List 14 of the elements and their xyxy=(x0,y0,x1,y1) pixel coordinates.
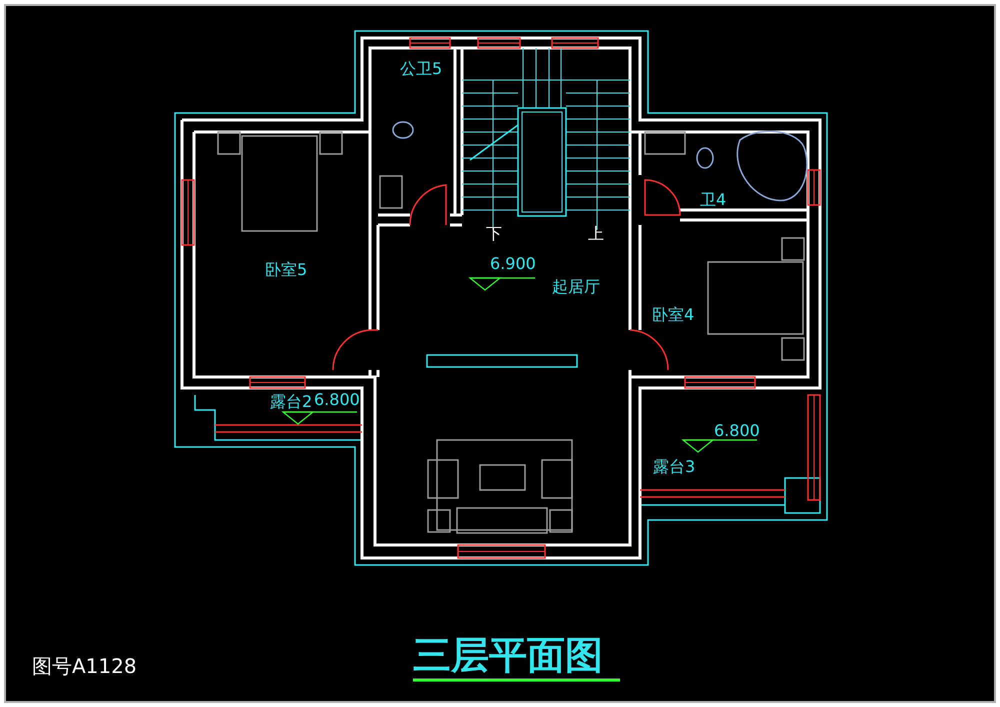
terrace-label: 露台3 xyxy=(653,459,696,475)
elevation-label: 6.800 xyxy=(314,392,360,408)
elevation-label: 6.900 xyxy=(490,256,536,272)
room-label: 公卫5 xyxy=(400,61,442,77)
stair-direction-label: 上 xyxy=(588,226,604,242)
drawing-number: 图号A1128 xyxy=(32,656,137,676)
room-label: 起居厅 xyxy=(552,279,600,295)
room-label: 卧室5 xyxy=(265,262,308,278)
room-label: 卧室4 xyxy=(652,307,694,323)
stair-direction-label: 下 xyxy=(486,226,502,242)
terrace-label: 露台2 xyxy=(270,394,312,410)
elevation-label: 6.800 xyxy=(714,423,760,439)
drawing-title: 三层平面图 xyxy=(413,636,603,674)
room-label: 卫4 xyxy=(700,192,726,208)
